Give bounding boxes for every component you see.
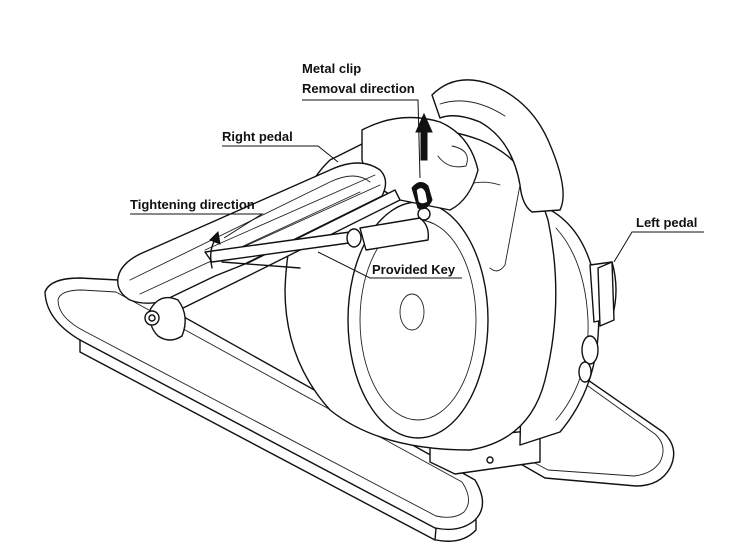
- label-right-pedal: Right pedal: [222, 129, 293, 144]
- metal-clip: [411, 182, 433, 221]
- leader-lines: [130, 99, 704, 279]
- front-base-foot: [44, 277, 484, 542]
- label-left-pedal: Left pedal: [636, 215, 697, 230]
- removal-direction-arrow: [415, 112, 433, 161]
- diagram-labels: Metal clip Removal direction Right pedal…: [130, 61, 697, 277]
- tightening-direction-arrow: [209, 230, 221, 269]
- label-tightening-direction: Tightening direction: [130, 197, 255, 212]
- carry-handle: [431, 79, 564, 272]
- label-metal-clip: Metal clip: [302, 61, 361, 76]
- label-removal-direction: Removal direction: [302, 81, 415, 96]
- label-provided-key: Provided Key: [372, 262, 456, 277]
- left-pedal-stub: [597, 261, 615, 327]
- provided-key: [204, 217, 430, 269]
